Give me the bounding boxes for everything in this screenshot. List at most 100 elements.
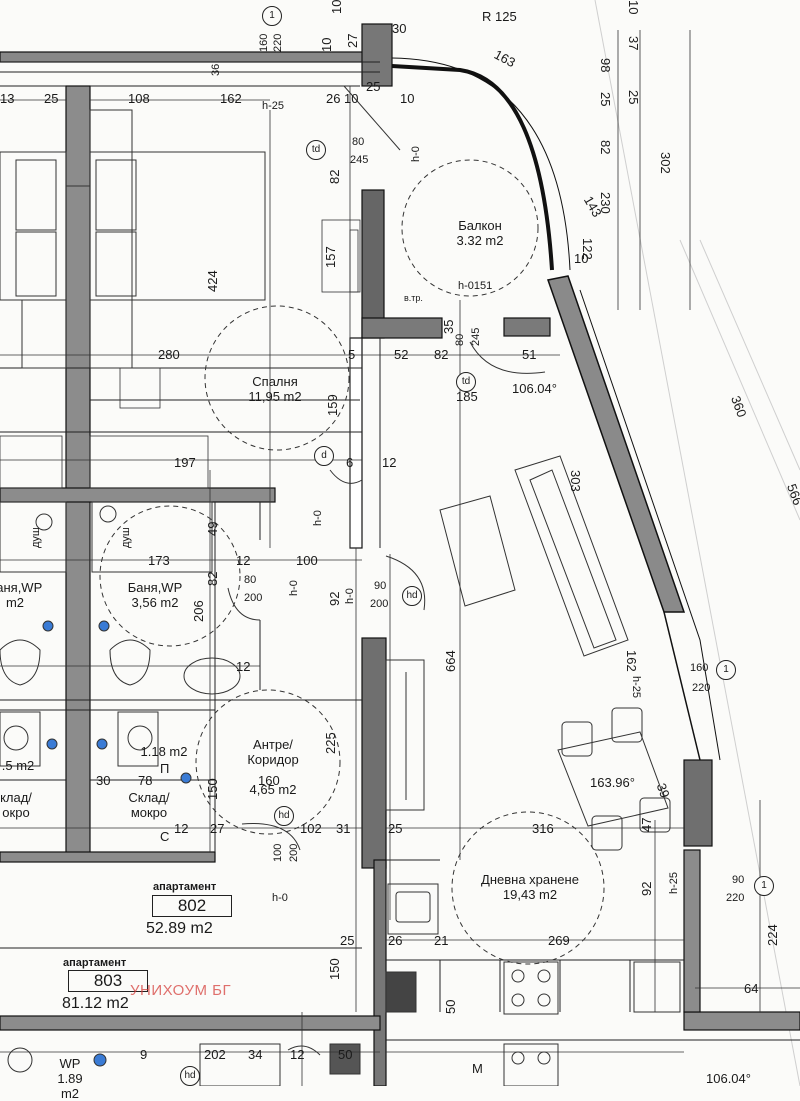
bt-label: в.тр. [404, 293, 423, 303]
dim-top-220: 220 [272, 33, 284, 52]
dim-low-206: 206 [191, 600, 206, 622]
dim-top-80: 80 [352, 136, 365, 148]
dim-top-82: 82 [327, 169, 342, 184]
wall-bottom [0, 1015, 381, 1031]
h-label-4: h-0 [312, 510, 324, 526]
angle-2: 163.96° [590, 775, 635, 790]
dim-right-92: 92 [639, 881, 654, 896]
dim-mid-424: 424 [205, 270, 220, 292]
dim-mid-197: 197 [174, 455, 196, 470]
dim-mid-159: 159 [325, 394, 340, 416]
dim-right-37: 37 [626, 36, 641, 51]
room-circles [99, 159, 605, 965]
dim-top-10d: 10 [400, 91, 415, 106]
room-hallway-area: 4,65 m2 [249, 782, 297, 797]
dim-low-12b: 12 [236, 659, 251, 674]
dim-top-25a: 25 [44, 91, 59, 106]
dim-right-10b: 10 [574, 251, 589, 266]
dim-mid-664: 664 [443, 650, 458, 672]
dim-top-160: 160 [258, 33, 270, 52]
dim-mid-12: 12 [382, 455, 397, 470]
dim-low-78a: 78 [138, 773, 153, 788]
wall-vertical-1 [65, 85, 91, 857]
dim-right-10: 10 [626, 0, 641, 15]
dim-low-12c: 12 [174, 821, 189, 836]
room-hallway-name: Антре/ Коридор [247, 737, 299, 767]
dim-top-10b: 10 [329, 0, 344, 14]
kitchen [385, 883, 681, 1086]
dim-low-200c: 200 [288, 843, 300, 862]
dim-mid-92: 92 [327, 591, 342, 606]
dim-low-9: 9 [140, 1047, 148, 1062]
room-storage-left: клад/ окро [0, 790, 32, 820]
dim-right-25: 25 [626, 90, 641, 105]
h-label-3: h-0151 [458, 280, 493, 292]
dim-low-150a: 150 [205, 778, 220, 800]
h-label-9: h-25 [668, 871, 680, 894]
room-storage: Склад/ мокро [128, 790, 170, 820]
dim-low-34: 34 [248, 1047, 263, 1062]
wall-top-left [0, 51, 381, 63]
dim-low-269: 269 [548, 933, 570, 948]
room-storage-left-area: .5 m2 [1, 758, 35, 773]
dim-top-10a: 10 [319, 37, 334, 52]
room-bathroom: Баня,WP 3,56 m2 [110, 580, 200, 610]
dim-top-27: 27 [345, 33, 360, 48]
dim-mid-52: 52 [394, 347, 409, 362]
room-living-name: Дневна хранене [481, 872, 579, 887]
section-mark-right-2: 1 [754, 876, 774, 896]
wall-right-bottom [683, 1011, 800, 1031]
dim-low-82: 82 [205, 571, 220, 586]
dim-low-100: 100 [272, 843, 284, 862]
wardrobes [0, 219, 361, 489]
wall-pillar [683, 759, 713, 847]
paper-fold-lines [594, 0, 800, 1086]
td-tag-1: td [306, 140, 326, 160]
room-bathroom-left-name: Баня,WP [0, 580, 43, 595]
h-label-8: h-25 [630, 676, 642, 699]
room-wc: WP 1.89 m2 [50, 1056, 90, 1101]
wall-right-col [683, 849, 701, 1013]
room-bathroom-name: Баня,WP [127, 580, 183, 595]
wall-horizontal-1 [0, 487, 276, 503]
apt-803-number: 803 [68, 970, 148, 992]
room-balcony-area: 3.32 m2 [456, 233, 504, 248]
dim-right-64: 64 [744, 981, 759, 996]
dim-top-245: 245 [350, 154, 369, 166]
curved-facade [391, 57, 721, 761]
dim-right-98: 98 [598, 58, 613, 73]
radius-label: R 125 [482, 9, 517, 24]
dushe-label-1: душ [30, 527, 42, 548]
room-bedroom-area: 11,95 m2 [248, 389, 302, 404]
c-label: C [160, 829, 170, 844]
room-bathroom-area: 3,56 m2 [131, 595, 179, 610]
dim-low-31: 31 [336, 821, 351, 836]
dim-low-225: 225 [323, 732, 338, 754]
dim-low-200a: 200 [244, 592, 263, 604]
dim-low-50b: 50 [338, 1047, 353, 1062]
section-mark-right-1: 1 [716, 660, 736, 680]
dim-low-90: 90 [374, 580, 387, 592]
watermark: УНИХОУМ БГ [130, 982, 232, 999]
wall-partition-bath [349, 337, 363, 549]
dim-right-220: 220 [726, 892, 745, 904]
dim-mid-185: 185 [456, 389, 478, 404]
hd-tag-2: hd [274, 806, 294, 826]
apt-803-area: 81.12 m2 [62, 995, 129, 1012]
dim-mid-220: 220 [692, 682, 711, 694]
room-wc-name: WP [59, 1056, 81, 1071]
room-hallway: Антре/ Коридор 4,65 m2 [228, 722, 318, 812]
hd-tag-1: hd [402, 586, 422, 606]
dim-mid-35: 35 [441, 319, 456, 334]
dim-top-26: 26 [326, 91, 341, 106]
dim-right-224: 224 [765, 924, 780, 946]
apt-802-number: 802 [152, 895, 232, 917]
exterior-walls [0, 23, 800, 1086]
dim-right-25b: 25 [598, 92, 613, 107]
dim-low-50: 50 [443, 999, 458, 1014]
room-bathroom-left: Баня,WP m2 [0, 580, 60, 610]
dim-right-82: 82 [598, 140, 613, 155]
dim-mid-303: 303 [568, 470, 583, 492]
dim-low-173a: 173 [148, 553, 170, 568]
